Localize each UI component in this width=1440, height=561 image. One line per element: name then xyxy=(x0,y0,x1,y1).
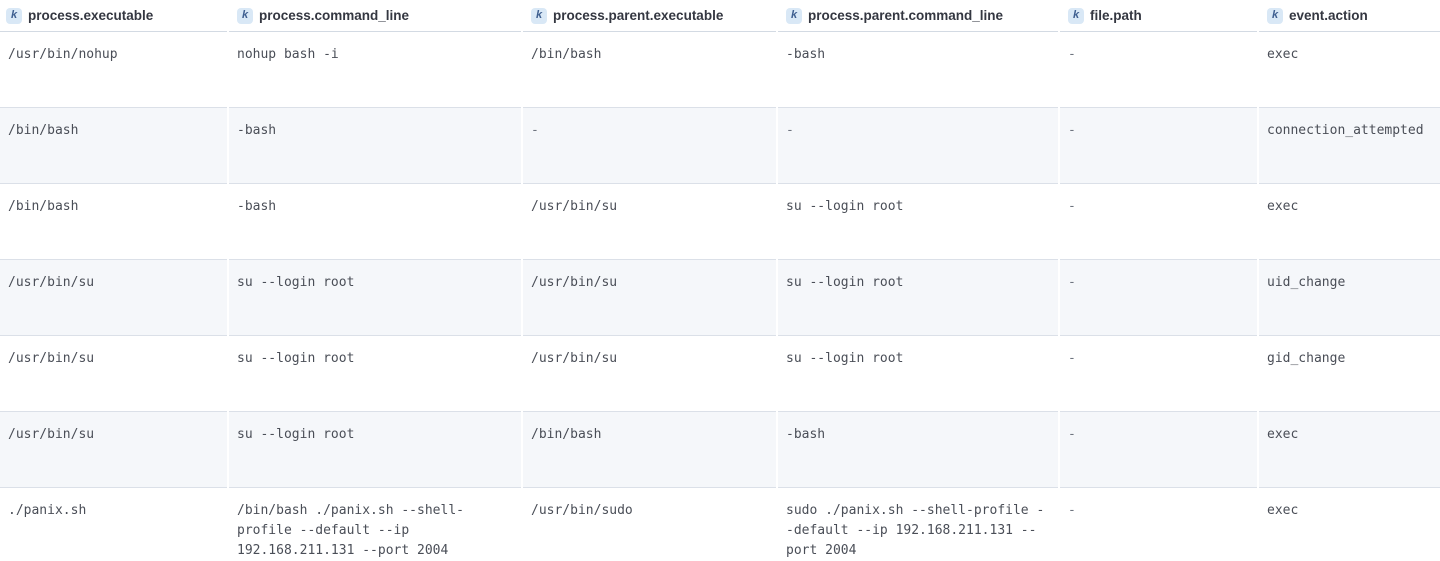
table-cell[interactable]: /bin/bash ./panix.sh --shell-profile --d… xyxy=(229,488,521,561)
column-header-label: event.action xyxy=(1289,8,1368,23)
table-cell[interactable]: /bin/bash xyxy=(0,184,227,260)
data-grid-header-row: k process.executable k process.command_l… xyxy=(0,0,1440,32)
table-cell[interactable]: -bash xyxy=(778,412,1058,488)
table-cell[interactable]: su --login root xyxy=(229,412,521,488)
table-cell[interactable]: /usr/bin/su xyxy=(523,336,776,412)
column-header-label: process.command_line xyxy=(259,8,410,23)
table-cell[interactable]: su --login root xyxy=(778,260,1058,336)
table-row: /usr/bin/su su --login root /usr/bin/su … xyxy=(0,336,1440,412)
table-cell[interactable]: /usr/bin/sudo xyxy=(523,488,776,561)
table-cell[interactable]: /bin/bash xyxy=(523,32,776,108)
table-cell[interactable]: /usr/bin/su xyxy=(0,260,227,336)
table-cell[interactable]: /usr/bin/su xyxy=(523,184,776,260)
table-cell[interactable]: nohup bash -i xyxy=(229,32,521,108)
table-cell[interactable]: connection_attempted xyxy=(1259,108,1440,184)
table-cell[interactable]: exec xyxy=(1259,32,1440,108)
table-row: /usr/bin/su su --login root /usr/bin/su … xyxy=(0,260,1440,336)
table-cell[interactable]: ./panix.sh xyxy=(0,488,227,561)
table-cell[interactable]: - xyxy=(1060,108,1257,184)
table-cell[interactable]: su --login root xyxy=(229,260,521,336)
table-cell[interactable]: - xyxy=(778,108,1058,184)
table-row: /usr/bin/nohup nohup bash -i /bin/bash -… xyxy=(0,32,1440,108)
table-cell[interactable]: exec xyxy=(1259,412,1440,488)
column-header-label: process.parent.command_line xyxy=(808,8,1004,23)
table-cell[interactable]: su --login root xyxy=(229,336,521,412)
table-cell[interactable]: /bin/bash xyxy=(0,108,227,184)
table-cell[interactable]: - xyxy=(1060,336,1257,412)
table-cell[interactable]: gid_change xyxy=(1259,336,1440,412)
table-cell[interactable]: - xyxy=(1060,184,1257,260)
table-cell[interactable]: /usr/bin/su xyxy=(523,260,776,336)
table-cell[interactable]: su --login root xyxy=(778,184,1058,260)
keyword-field-type-icon: k xyxy=(237,7,253,24)
table-cell[interactable]: - xyxy=(523,108,776,184)
table-cell[interactable]: -bash xyxy=(229,184,521,260)
table-row: ./panix.sh /bin/bash ./panix.sh --shell-… xyxy=(0,488,1440,561)
table-row: /bin/bash -bash /usr/bin/su su --login r… xyxy=(0,184,1440,260)
keyword-field-type-icon: k xyxy=(531,7,547,24)
table-cell[interactable]: - xyxy=(1060,488,1257,561)
column-header-file-path[interactable]: k file.path xyxy=(1060,0,1257,32)
table-cell[interactable]: -bash xyxy=(229,108,521,184)
table-cell[interactable]: su --login root xyxy=(778,336,1058,412)
column-header-process-parent-command-line[interactable]: k process.parent.command_line xyxy=(778,0,1058,32)
table-cell[interactable]: exec xyxy=(1259,488,1440,561)
column-header-process-executable[interactable]: k process.executable xyxy=(0,0,227,32)
table-row: /bin/bash -bash - - - connection_attempt… xyxy=(0,108,1440,184)
table-cell[interactable]: /usr/bin/su xyxy=(0,412,227,488)
table-cell[interactable]: /usr/bin/nohup xyxy=(0,32,227,108)
keyword-field-type-icon: k xyxy=(1267,7,1283,24)
column-header-label: file.path xyxy=(1090,8,1142,23)
table-cell[interactable]: - xyxy=(1060,32,1257,108)
keyword-field-type-icon: k xyxy=(1068,7,1084,24)
table-cell[interactable]: - xyxy=(1060,412,1257,488)
table-row: /usr/bin/su su --login root /bin/bash -b… xyxy=(0,412,1440,488)
table-cell[interactable]: /bin/bash xyxy=(523,412,776,488)
column-header-process-parent-executable[interactable]: k process.parent.executable xyxy=(523,0,776,32)
table-cell[interactable]: uid_change xyxy=(1259,260,1440,336)
column-header-process-command-line[interactable]: k process.command_line xyxy=(229,0,521,32)
column-header-label: process.executable xyxy=(28,8,154,23)
column-header-event-action[interactable]: k event.action xyxy=(1259,0,1440,32)
table-cell[interactable]: -bash xyxy=(778,32,1058,108)
keyword-field-type-icon: k xyxy=(786,7,802,24)
keyword-field-type-icon: k xyxy=(6,7,22,24)
table-cell[interactable]: /usr/bin/su xyxy=(0,336,227,412)
table-cell[interactable]: exec xyxy=(1259,184,1440,260)
table-cell[interactable]: - xyxy=(1060,260,1257,336)
table-cell[interactable]: sudo ./panix.sh --shell-profile --defaul… xyxy=(778,488,1058,561)
column-header-label: process.parent.executable xyxy=(553,8,724,23)
